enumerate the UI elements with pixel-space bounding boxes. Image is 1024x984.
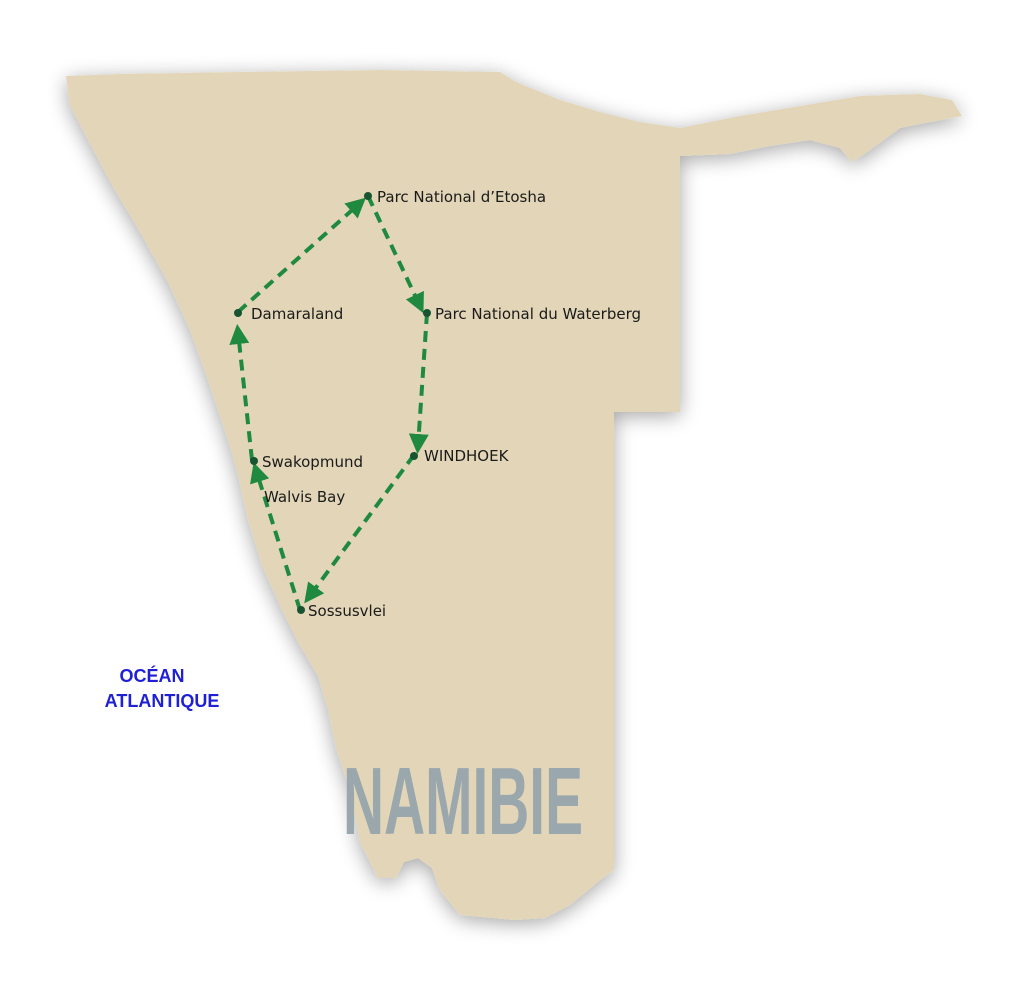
label-walvis-bay: Walvis Bay [264, 488, 345, 506]
route-damaraland-etosha [236, 197, 366, 314]
ocean-label-line2: ATLANTIQUE [105, 691, 220, 711]
label-waterberg: Parc National du Waterberg [435, 305, 641, 323]
dot-waterberg [423, 309, 431, 317]
namibia-land [66, 70, 962, 920]
ocean-label-line1: OCÉAN [119, 665, 184, 686]
label-windhoek: WINDHOEK [424, 447, 510, 465]
dot-windhoek [410, 452, 418, 460]
route-etosha-waterberg [366, 195, 424, 314]
route-swakopmund-damaraland [229, 324, 254, 461]
route [229, 195, 429, 611]
label-etosha: Parc National d’Etosha [377, 188, 546, 206]
dot-sossusvlei [297, 606, 305, 614]
route-windhoek-sossusvlei [304, 453, 416, 604]
place-dots [234, 192, 431, 614]
label-swakopmund: Swakopmund [262, 453, 363, 471]
dot-damaraland [234, 309, 242, 317]
dot-etosha [364, 192, 372, 200]
route-waterberg-windhoek [408, 312, 429, 454]
label-damaraland: Damaraland [251, 305, 343, 323]
dot-swakopmund [250, 457, 258, 465]
country-label: NAMIBIE [343, 748, 583, 855]
route-sossusvlei-swakopmund [250, 462, 302, 611]
label-sossusvlei: Sossusvlei [308, 602, 386, 620]
